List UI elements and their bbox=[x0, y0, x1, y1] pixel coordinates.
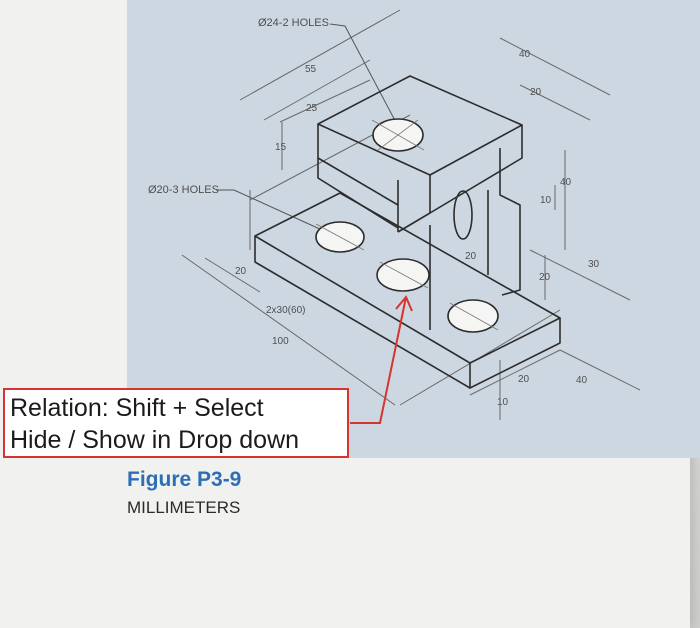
dim-100: 100 bbox=[272, 336, 289, 347]
dim-20-top: 20 bbox=[530, 87, 542, 98]
dim-20-bottom: 20 bbox=[518, 374, 530, 385]
hole-centerlines bbox=[315, 119, 499, 331]
dim-30: 30 bbox=[588, 259, 600, 270]
dim-40-bottom: 40 bbox=[576, 375, 588, 386]
red-pointer-arrow bbox=[350, 295, 413, 424]
figure-title: Figure P3-9 bbox=[127, 468, 242, 491]
dim-20-mid: 20 bbox=[465, 251, 477, 262]
dim-20-right: 20 bbox=[539, 272, 551, 283]
dim-15: 15 bbox=[275, 142, 287, 153]
leader-lines bbox=[216, 23, 401, 236]
dim-40-right: 40 bbox=[560, 177, 572, 188]
part-outline bbox=[254, 75, 561, 389]
annotation-line-hide-show: Hide / Show in Drop down bbox=[10, 426, 300, 454]
holes bbox=[315, 118, 499, 333]
upper-holes-callout: Ø24-2 HOLES bbox=[258, 17, 329, 29]
dim-10-right: 10 bbox=[540, 195, 552, 206]
figure-units: MILLIMETERS bbox=[127, 498, 241, 517]
dim-40-top: 40 bbox=[519, 49, 531, 60]
lower-holes-callout: Ø20-3 HOLES bbox=[148, 184, 219, 196]
annotation-line-relation: Relation: Shift + Select bbox=[10, 394, 264, 422]
annotation-box: Relation: Shift + Select Hide / Show in … bbox=[3, 388, 349, 458]
figure-panel bbox=[127, 0, 700, 458]
dim-20-left: 20 bbox=[235, 266, 247, 277]
dimension-lines bbox=[181, 9, 641, 420]
dim-10-bottom: 10 bbox=[497, 397, 509, 408]
dim-55: 55 bbox=[305, 64, 317, 75]
dim-hole-spacing: 2x30(60) bbox=[266, 305, 305, 316]
dim-25: 25 bbox=[306, 103, 318, 114]
